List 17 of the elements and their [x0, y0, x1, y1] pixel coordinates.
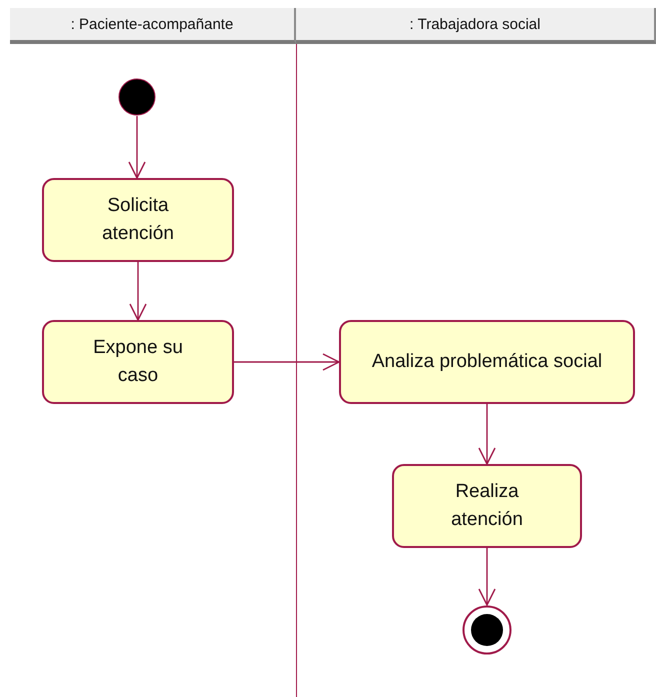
lane-header: : Trabajadora social [296, 8, 656, 44]
arrow [129, 262, 147, 321]
activity-box [42, 320, 234, 404]
arrow [234, 353, 340, 371]
activity-label: Expone su caso [92, 336, 184, 388]
activity-box [339, 320, 635, 404]
activity-label: Analiza problemática social [372, 350, 602, 374]
activity-label: Realiza atención [450, 480, 524, 532]
arrow [128, 116, 146, 179]
initial-node [118, 78, 156, 116]
arrow [478, 548, 496, 606]
final-node [462, 605, 512, 655]
arrow [478, 404, 496, 465]
lane-header: : Paciente-acompañante [10, 8, 296, 44]
activity-box [42, 178, 234, 262]
activity-box [392, 464, 582, 548]
activity-label: Solicita atención [101, 194, 175, 246]
